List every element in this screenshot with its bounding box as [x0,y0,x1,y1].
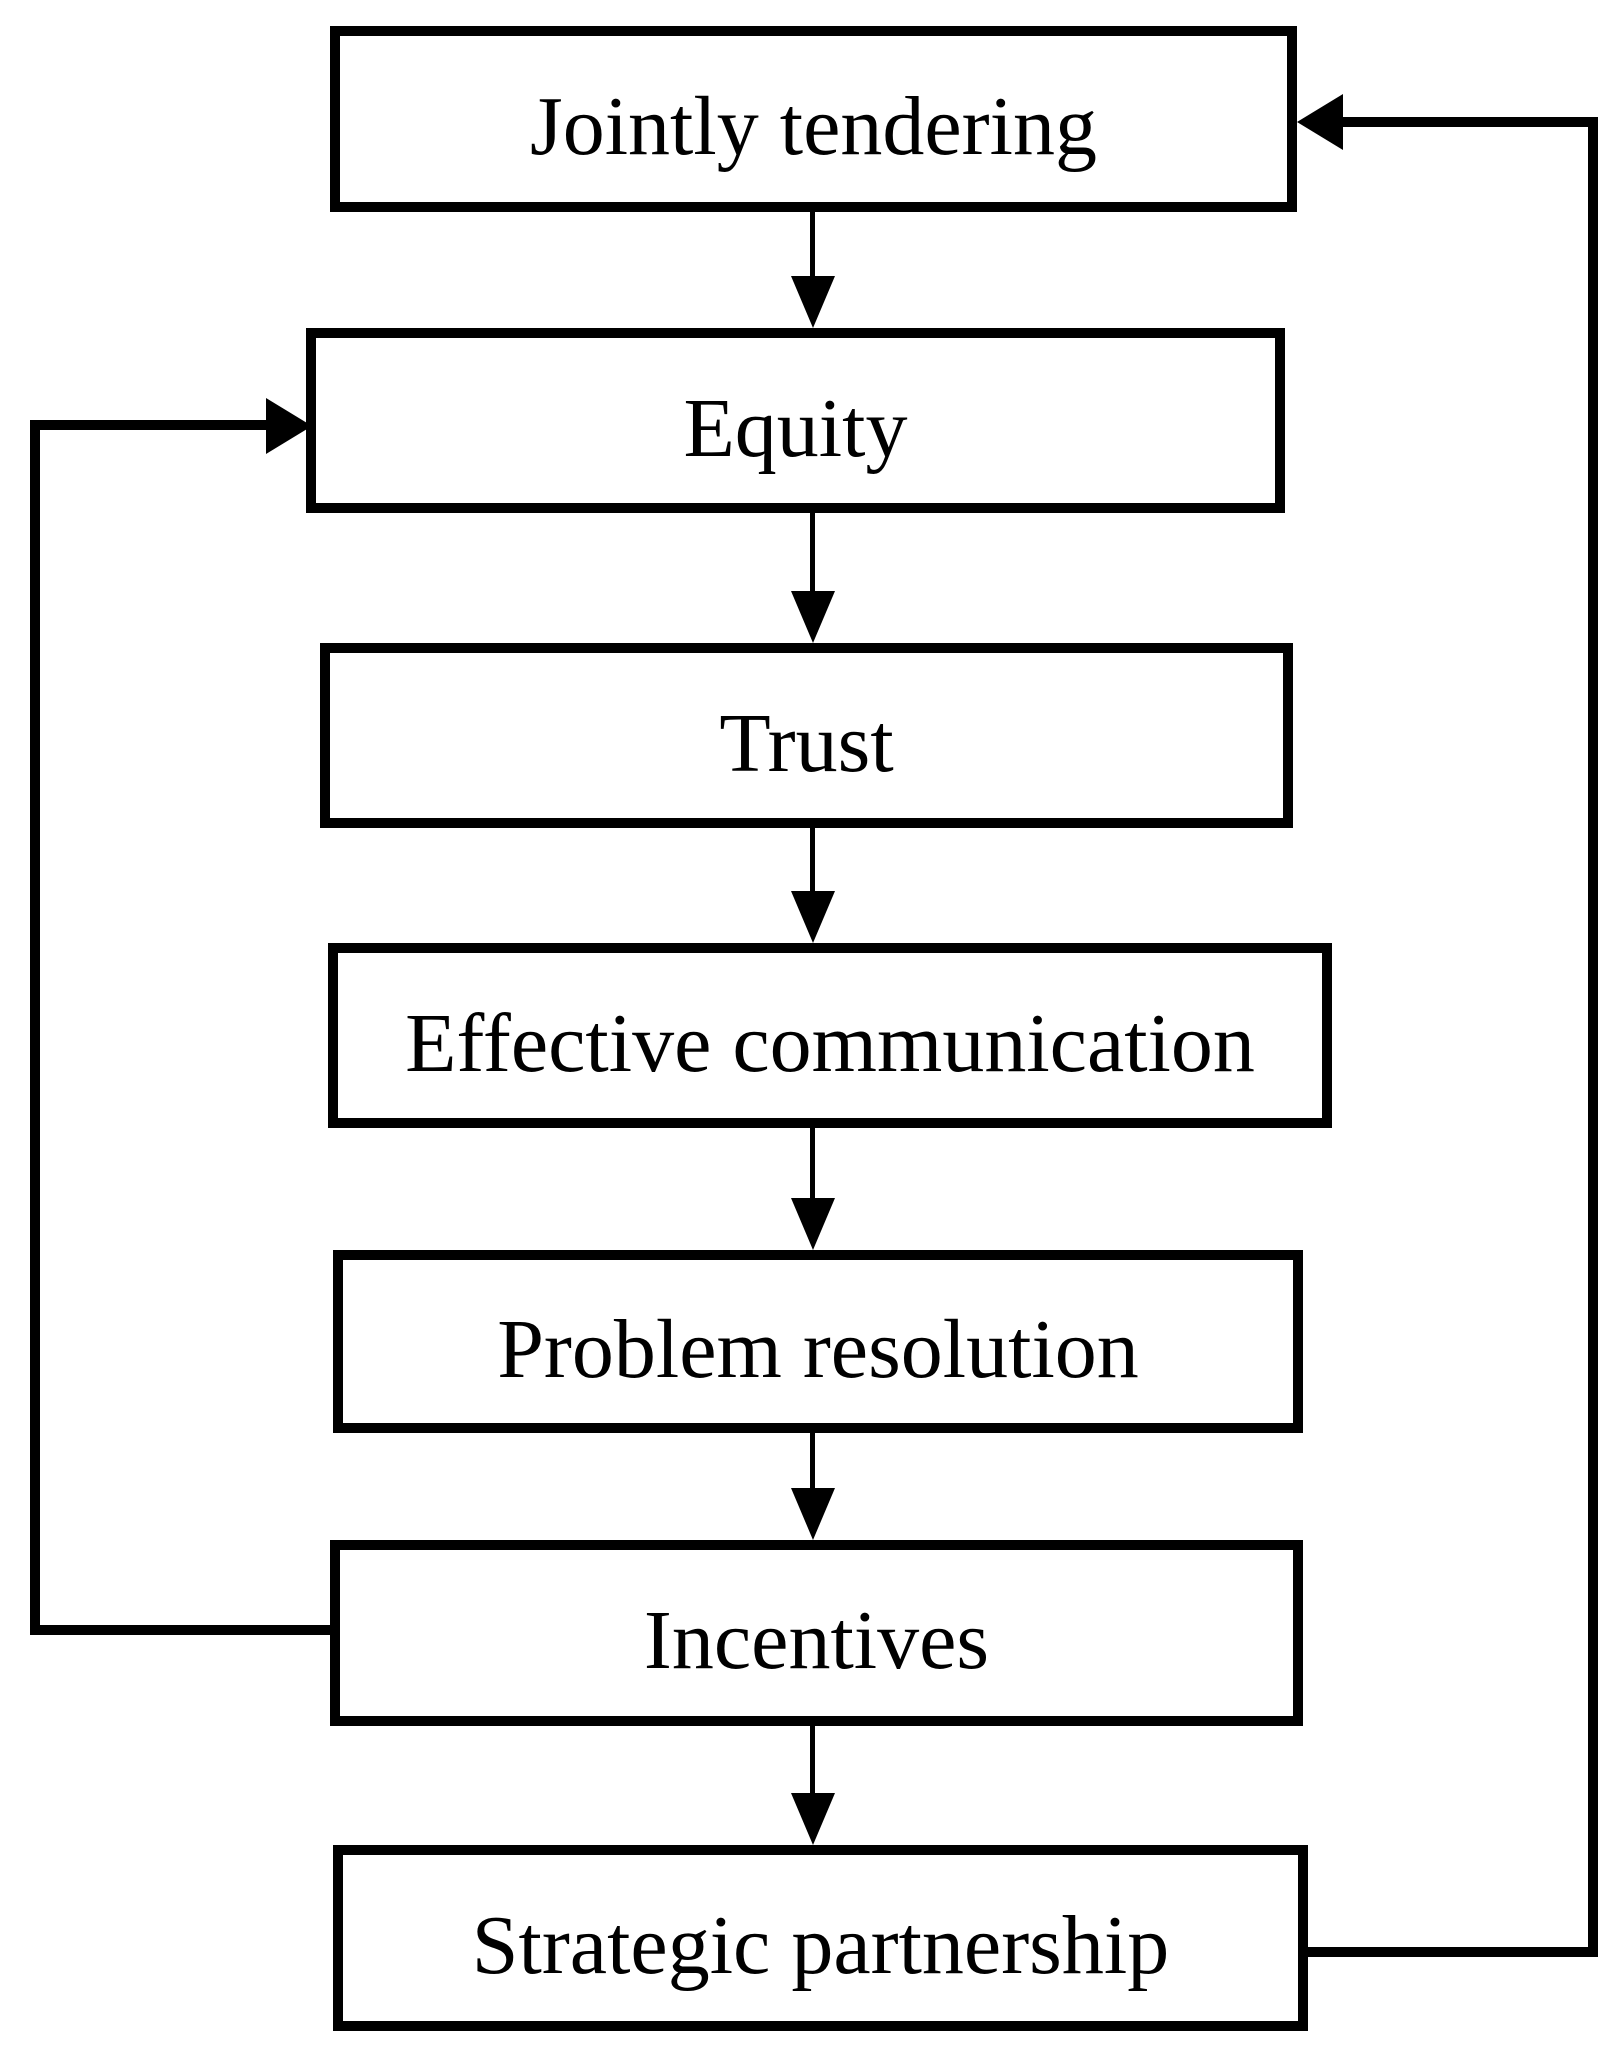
arrow-equity-to-trust-head-icon [791,591,835,643]
feedback-loop-incentives-to-equity-head-icon [266,398,312,454]
node-jointly-tendering-label: Jointly tendering [530,80,1097,173]
arrow-effective-communication-to-problem-resolution-head-icon [791,1198,835,1250]
feedback-loop-incentives-to-equity-bottom-segment [30,1625,335,1635]
node-equity: Equity [306,328,1285,513]
node-problem-resolution-label: Problem resolution [497,1302,1139,1396]
feedback-loop-strategic-partnership-to-jointly-tendering-bottom-segment [1304,1947,1598,1957]
arrow-jointly-tendering-to-equity-head-icon [791,276,835,328]
node-strategic-partnership: Strategic partnership [333,1845,1308,2031]
node-strategic-partnership-label: Strategic partnership [471,1899,1170,1992]
feedback-loop-strategic-partnership-to-jointly-tendering-vertical-segment [1588,117,1598,1957]
arrow-incentives-to-strategic-partnership-stem [810,1726,815,1793]
arrow-trust-to-effective-communication-stem [810,828,815,891]
node-incentives-label: Incentives [643,1594,990,1687]
arrow-trust-to-effective-communication-head-icon [791,891,835,943]
arrow-effective-communication-to-problem-resolution-stem [810,1128,815,1198]
arrow-equity-to-trust-stem [810,513,815,591]
node-incentives: Incentives [330,1540,1303,1726]
node-trust-label: Trust [719,696,894,790]
feedback-loop-incentives-to-equity-top-segment [30,420,268,430]
node-jointly-tendering: Jointly tendering [330,26,1297,212]
feedback-loop-strategic-partnership-to-jointly-tendering-top-segment [1341,117,1598,127]
arrow-problem-resolution-to-incentives-stem [810,1433,815,1488]
arrow-incentives-to-strategic-partnership-head-icon [791,1793,835,1845]
node-trust: Trust [320,643,1293,828]
arrow-problem-resolution-to-incentives-head-icon [791,1488,835,1540]
node-effective-communication: Effective communication [328,943,1332,1128]
feedback-loop-incentives-to-equity-vertical-segment [30,420,40,1635]
node-effective-communication-label: Effective communication [405,996,1255,1090]
node-problem-resolution: Problem resolution [333,1250,1303,1433]
node-equity-label: Equity [683,381,908,475]
feedback-loop-strategic-partnership-to-jointly-tendering-head-icon [1297,94,1343,150]
arrow-jointly-tendering-to-equity-stem [810,212,815,276]
